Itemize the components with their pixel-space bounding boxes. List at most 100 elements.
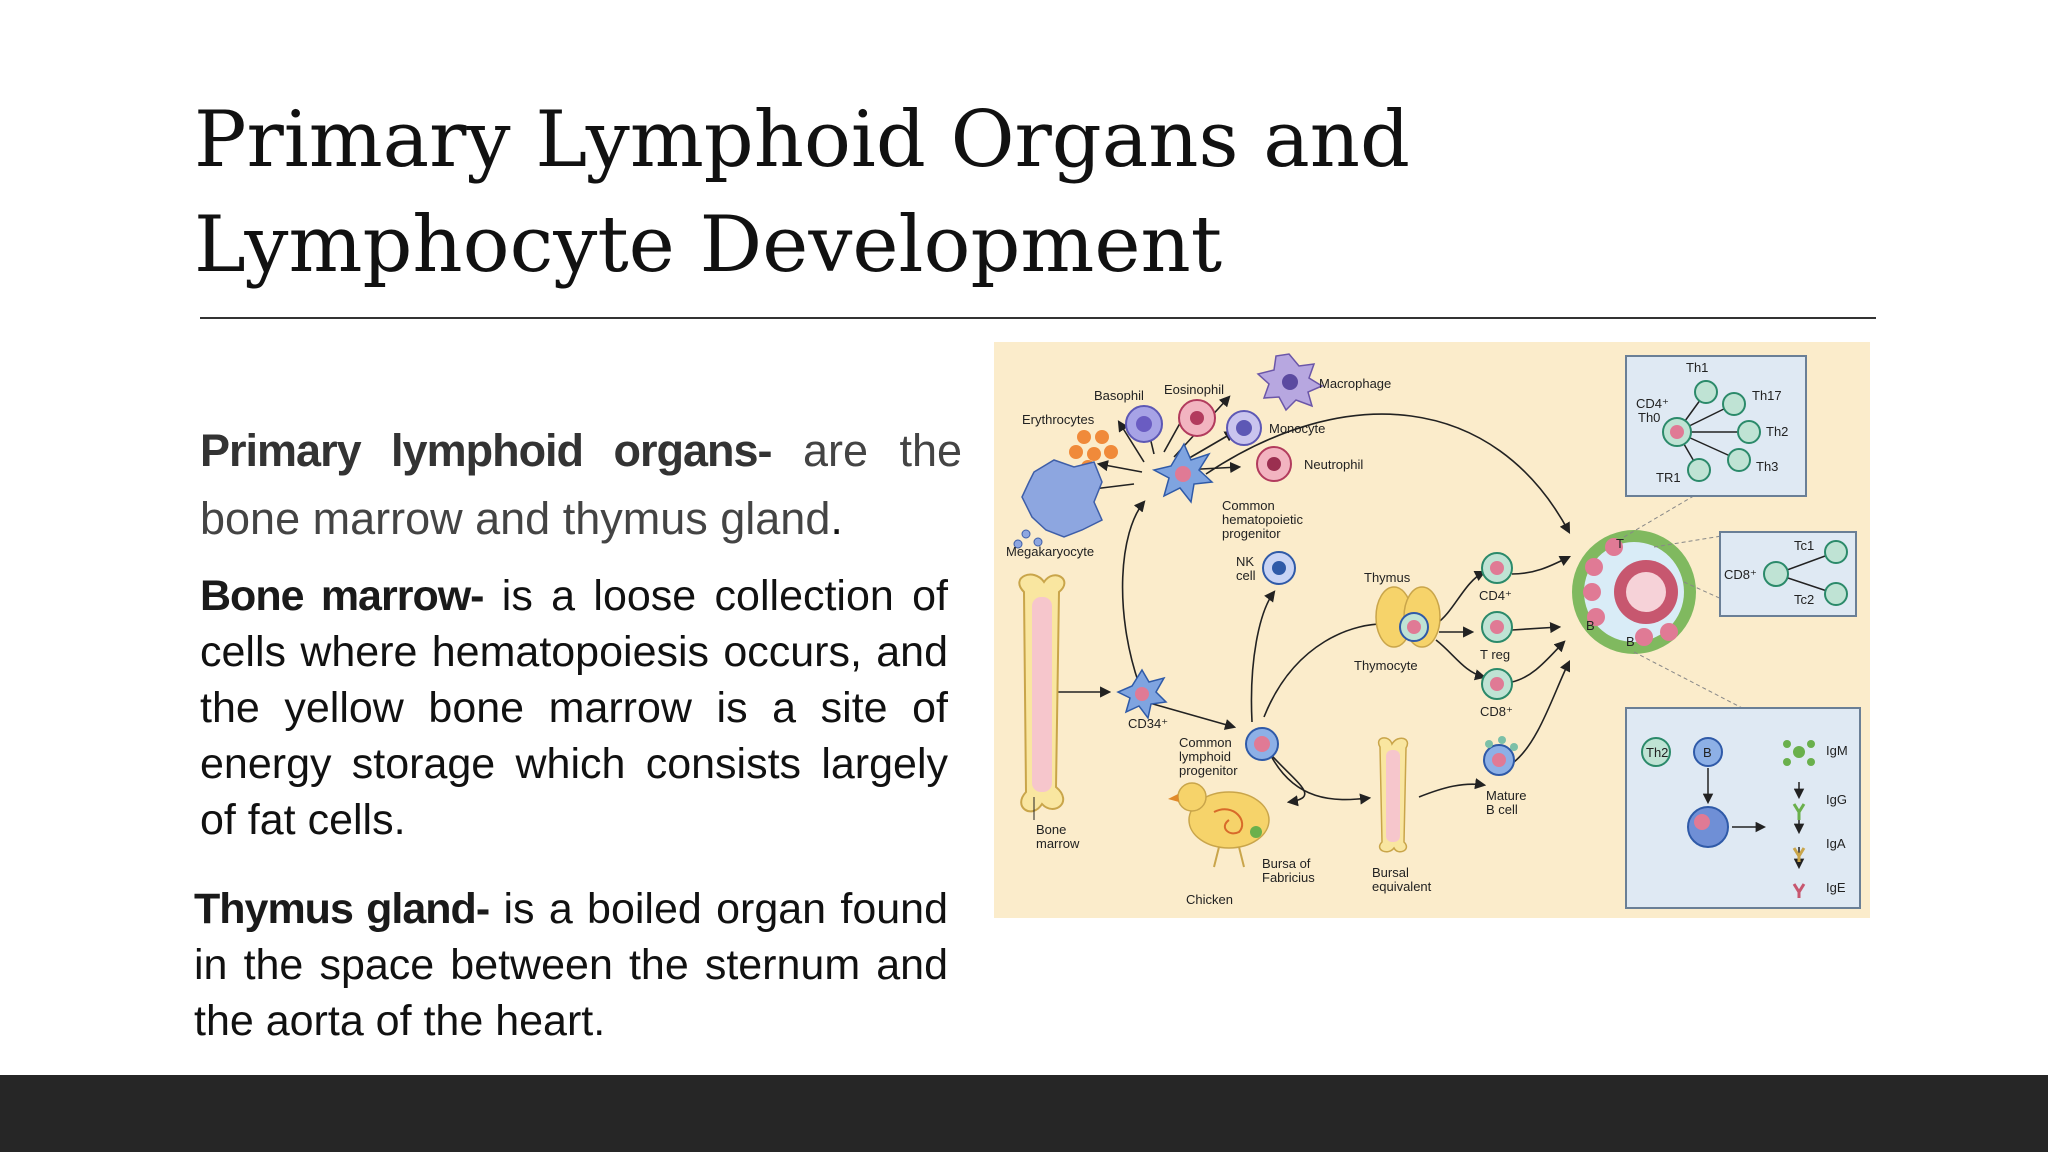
label-thymocyte: Thymocyte	[1354, 658, 1418, 673]
label-tc1: Tc1	[1794, 538, 1814, 553]
cd4-t-cell-nucleus	[1490, 561, 1504, 575]
label-th17: Th17	[1752, 388, 1782, 403]
bone-marrow-paragraph: Bone marrow- is a loose collection of ce…	[200, 568, 948, 848]
label-igm: IgM	[1826, 743, 1848, 758]
label-basophil: Basophil	[1094, 388, 1144, 403]
mature-b-cell-nucleus	[1492, 753, 1506, 767]
label-thymus: Thymus	[1364, 570, 1411, 585]
tc2-cell	[1824, 582, 1848, 606]
slide-title: Primary Lymphoid Organs and Lymphocyte D…	[194, 88, 1894, 298]
bursal-equivalent-cavity	[1386, 750, 1400, 842]
b-cell-activated	[1693, 737, 1723, 767]
label-treg: T reg	[1480, 647, 1510, 662]
label-monocyte: Monocyte	[1269, 421, 1325, 436]
slide-footer-bar	[0, 1075, 2048, 1152]
label-th2: Th2	[1766, 424, 1788, 439]
th2-helper-cell	[1641, 737, 1671, 767]
platelets	[1013, 529, 1043, 549]
bone-marrow-text: is a loose collection of cells where hem…	[200, 572, 948, 844]
label-b-th2: Th2	[1646, 745, 1668, 760]
th1-cell	[1694, 380, 1718, 404]
label-chp-3: progenitor	[1222, 526, 1281, 541]
label-b-b: B	[1703, 745, 1712, 760]
label-mature: Mature	[1486, 788, 1526, 803]
primary-organs-term: Primary lymphoid organs-	[200, 425, 773, 476]
label-iga: IgA	[1826, 836, 1846, 851]
bursa-organ	[1250, 826, 1262, 838]
thymocyte-nucleus	[1407, 620, 1421, 634]
label-clp-3: progenitor	[1179, 763, 1238, 778]
th3-cell	[1727, 448, 1751, 472]
nk-cell-nucleus	[1272, 561, 1286, 575]
label-chp-2: hematopoietic	[1222, 512, 1303, 527]
lymph-node-core	[1626, 572, 1666, 612]
ige-antibody	[1792, 883, 1806, 898]
thymus-gland-term: Thymus gland-	[194, 885, 490, 933]
th17-cell	[1722, 392, 1746, 416]
tr1-cell	[1687, 458, 1711, 482]
label-cd4-th0-2: Th0	[1638, 410, 1660, 425]
label-nk-cell: cell	[1236, 568, 1256, 583]
bone-marrow-term: Bone marrow-	[200, 572, 484, 620]
label-lymph-node-b1: B	[1586, 618, 1595, 633]
th2-cell	[1737, 420, 1761, 444]
chicken-head	[1177, 782, 1207, 812]
label-cd8: CD8⁺	[1480, 704, 1513, 719]
label-cd4: CD4⁺	[1479, 588, 1512, 603]
label-clp-1: Common	[1179, 735, 1232, 750]
eosinophil-nucleus	[1190, 411, 1204, 425]
label-bone: Bone	[1036, 822, 1066, 837]
label-bursal-2: equivalent	[1372, 879, 1432, 894]
th0-nucleus	[1670, 425, 1684, 439]
chicken-legs	[1213, 846, 1245, 868]
cd8-t-cell-nucleus	[1490, 677, 1504, 691]
tc1-cell	[1824, 540, 1848, 564]
monocyte-nucleus	[1236, 420, 1252, 436]
label-bursa-2: Fabricius	[1262, 870, 1315, 885]
b-cell-receptors	[1485, 736, 1518, 751]
primary-organs-paragraph: Primary lymphoid organs- are the bone ma…	[200, 417, 962, 553]
megakaryocyte-cell	[1021, 459, 1103, 538]
igg-antibody	[1792, 803, 1806, 820]
macrophage-nucleus	[1282, 374, 1298, 390]
plasma-cell-nucleus	[1694, 814, 1710, 830]
label-th1: Th1	[1686, 360, 1708, 375]
cd34-nucleus	[1135, 687, 1149, 701]
label-tr1: TR1	[1656, 470, 1681, 485]
label-lymph-node-b2: B	[1626, 634, 1635, 649]
label-cd34: CD34⁺	[1128, 716, 1168, 731]
label-erythrocytes: Erythrocytes	[1022, 412, 1095, 427]
lymph-node	[1572, 530, 1696, 654]
erythrocytes-group	[1069, 430, 1118, 474]
label-eosinophil: Eosinophil	[1164, 382, 1224, 397]
label-marrow: marrow	[1036, 836, 1080, 851]
label-th3: Th3	[1756, 459, 1778, 474]
title-divider	[200, 317, 1876, 319]
slide-title-line-2: Lymphocyte Development	[194, 200, 1223, 290]
label-b-cell: B cell	[1486, 802, 1518, 817]
lymphoid-progenitor-nucleus	[1254, 736, 1270, 752]
label-lymph-node-t: T	[1616, 536, 1624, 551]
igm-pentamer	[1783, 740, 1815, 766]
label-bursa-1: Bursa of	[1262, 856, 1311, 871]
label-megakaryocyte: Megakaryocyte	[1006, 544, 1094, 559]
chicken-beak	[1168, 794, 1179, 802]
label-chicken: Chicken	[1186, 892, 1233, 907]
label-tc2: Tc2	[1794, 592, 1814, 607]
treg-cell-nucleus	[1490, 620, 1504, 634]
slide-title-line-1: Primary Lymphoid Organs and	[194, 95, 1410, 185]
label-bursal-1: Bursal	[1372, 865, 1409, 880]
lymphocyte-development-diagram: Erythrocytes Basophil Eosinophil Macroph…	[994, 342, 1870, 918]
label-cd8-panel: CD8⁺	[1724, 567, 1757, 582]
thymus-gland-text: is a boiled organ found in the space bet…	[194, 885, 948, 1045]
iga-antibody	[1792, 847, 1806, 862]
label-macrophage: Macrophage	[1319, 376, 1391, 391]
label-cd4-th0-1: CD4⁺	[1636, 396, 1669, 411]
label-clp-2: lymphoid	[1179, 749, 1231, 764]
bone-marrow-cavity	[1032, 597, 1052, 792]
label-igg: IgG	[1826, 792, 1847, 807]
cd8-panel-cell	[1763, 561, 1789, 587]
chicken-gut	[1213, 808, 1244, 835]
thymus-gland-paragraph: Thymus gland- is a boiled organ found in…	[194, 881, 948, 1049]
basophil-nucleus	[1136, 416, 1152, 432]
